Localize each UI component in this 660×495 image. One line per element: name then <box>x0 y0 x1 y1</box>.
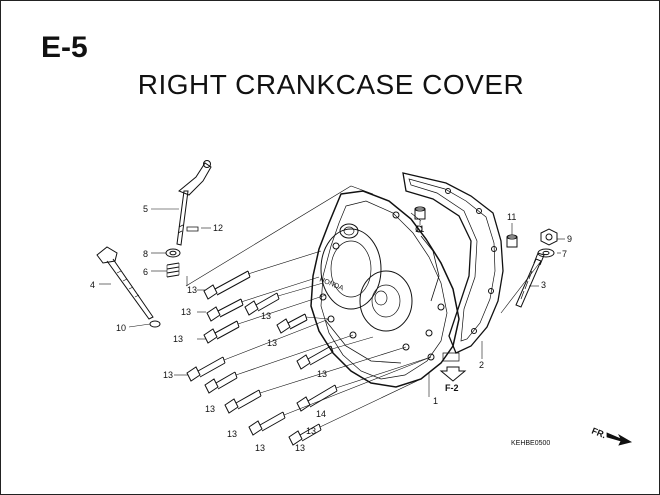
callout-8: 8 <box>143 249 148 259</box>
callout-13: 13 <box>267 338 277 348</box>
page-title: RIGHT CRANKCASE COVER <box>137 69 525 100</box>
callout-13: 13 <box>295 443 305 453</box>
nut-part-9 <box>540 228 558 246</box>
callout-14: 14 <box>316 409 326 419</box>
assembly-guide-lines <box>185 185 542 428</box>
callout-11-right: 11 <box>507 212 516 222</box>
callout-13: 13 <box>261 311 271 321</box>
oil-seal-part-8 <box>165 248 181 258</box>
right-crankcase-cover <box>310 190 460 388</box>
callout-12: 12 <box>213 223 223 233</box>
section-code: E-5 <box>41 31 88 64</box>
drawing-code: KEHBE0500 <box>511 440 550 447</box>
bolt <box>186 356 226 382</box>
direction-label: FR. <box>590 426 607 441</box>
callout-6: 6 <box>143 267 148 277</box>
callout-13: 13 <box>255 443 265 453</box>
callout-13: 13 <box>163 370 173 380</box>
callout-13: 13 <box>227 429 237 439</box>
shaft-part-3 <box>515 252 545 308</box>
pin-part-12 <box>186 226 199 232</box>
callout-13: 13 <box>173 334 183 344</box>
bolt <box>296 384 338 412</box>
spindle-part-5 <box>176 160 212 246</box>
bolt <box>288 423 322 446</box>
callout-11-upper: 11 <box>415 224 424 234</box>
o-ring-part-10 <box>149 320 161 328</box>
bolt <box>276 313 308 334</box>
bolt <box>248 411 286 436</box>
dowel-pin-11-upper <box>414 206 426 220</box>
bolt <box>204 371 238 394</box>
callout-3: 3 <box>541 280 546 290</box>
bolt-set <box>186 270 338 446</box>
callout-13: 13 <box>181 307 191 317</box>
bolt <box>296 345 334 370</box>
callout-13: 13 <box>317 369 327 379</box>
callout-4: 4 <box>90 280 95 290</box>
callout-9: 9 <box>567 234 572 244</box>
callout-13: 13 <box>187 285 197 295</box>
front-direction-arrow <box>606 432 633 446</box>
callout-1: 1 <box>433 396 438 406</box>
bolt <box>206 298 244 322</box>
dowel-pin-11-right <box>506 234 518 248</box>
bolt <box>203 270 251 300</box>
reference-arrow <box>439 366 467 382</box>
callout-2: 2 <box>479 360 484 370</box>
callout-13: 13 <box>306 426 316 436</box>
bolt <box>224 389 262 414</box>
bolt <box>203 320 240 344</box>
callout-5: 5 <box>143 204 148 214</box>
callout-10: 10 <box>116 323 126 333</box>
reference-label: F-2 <box>445 383 459 393</box>
callout-13: 13 <box>205 404 215 414</box>
washer-part-7 <box>537 248 555 258</box>
gasket-part <box>402 172 504 354</box>
leader-lines <box>99 208 565 397</box>
spring-part-6 <box>166 262 180 278</box>
callout-7: 7 <box>562 249 567 259</box>
oil-dipstick-part-4 <box>96 246 154 320</box>
